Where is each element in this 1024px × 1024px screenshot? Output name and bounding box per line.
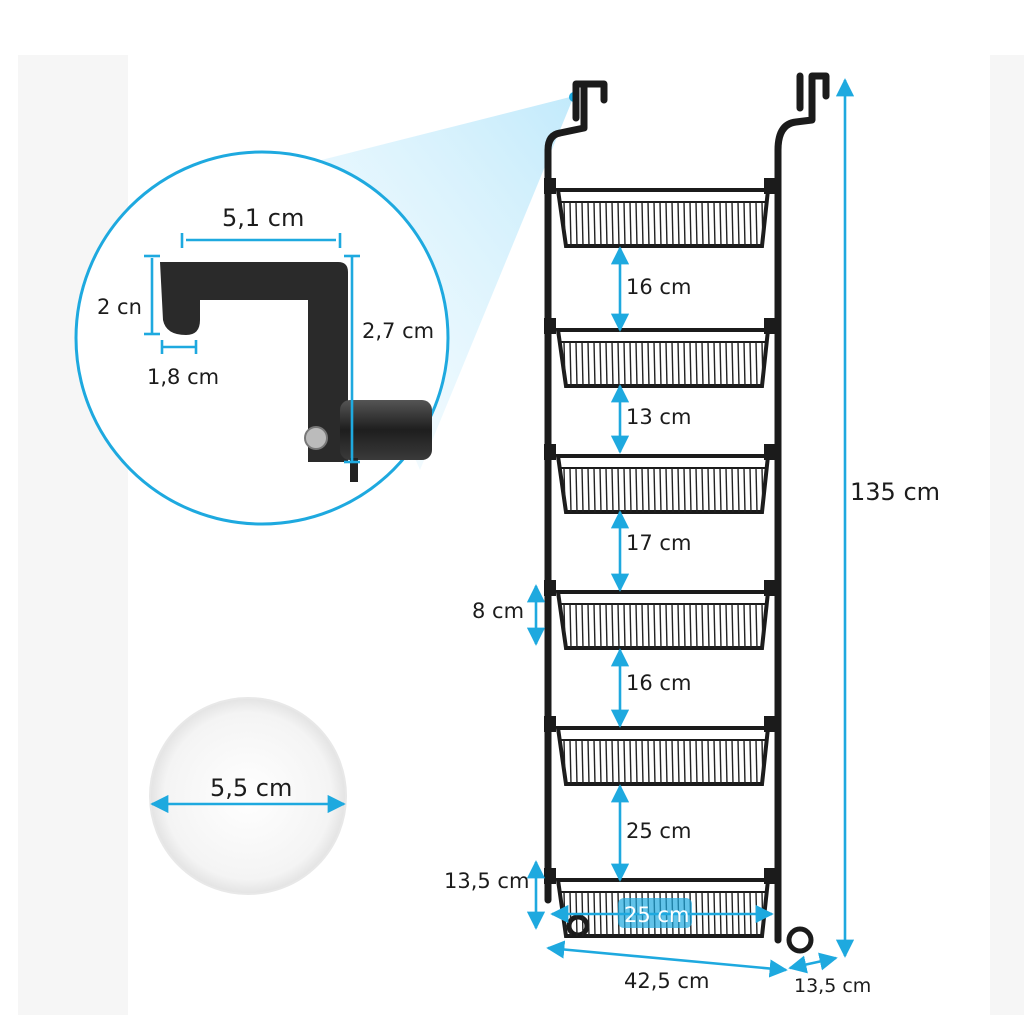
hook-bracket (160, 262, 348, 462)
hook-pin (350, 458, 358, 482)
background-panel (990, 55, 1024, 1015)
right-rail (774, 72, 830, 944)
door-rack (544, 72, 830, 954)
adhesive-disc (149, 697, 347, 895)
spacing-label-4: 16 cm (626, 671, 691, 695)
rack-depth-label: 13,5 cm (794, 975, 871, 997)
bottom-offset-label: 13,5 cm (444, 869, 529, 893)
rack-depth-line (788, 952, 838, 974)
total-width-line (546, 940, 788, 978)
total-width-label: 42,5 cm (624, 969, 709, 993)
left-rail (544, 80, 608, 904)
spacing-label-1: 16 cm (626, 275, 691, 299)
total-height-label: 135 cm (850, 478, 940, 506)
wire-basket (544, 178, 776, 248)
basket-height-label: 8 cm (472, 599, 524, 623)
disc-diameter-label: 5,5 cm (210, 774, 292, 802)
right-foot-roller (786, 926, 814, 954)
wire-basket (544, 580, 776, 650)
basket-width-badge (618, 898, 692, 928)
hook-gap-label: 1,8 cm (147, 365, 219, 389)
background-panel (18, 55, 128, 1015)
wire-basket (544, 716, 776, 786)
wire-basket (544, 318, 776, 388)
hook-height-label: 2,7 cm (362, 319, 434, 343)
wire-basket (544, 444, 776, 514)
spacing-label-5: 25 cm (626, 819, 691, 843)
hook-depth-label: 2 cn (97, 295, 142, 319)
basket-width-label: 25 cm (624, 903, 689, 927)
spacing-label-2: 13 cm (626, 405, 691, 429)
hook-detail-circle (74, 150, 450, 526)
spacing-label-3: 17 cm (626, 531, 691, 555)
left-foot-roller (566, 914, 590, 938)
hook-tube (340, 400, 432, 460)
screw-icon (304, 426, 328, 450)
hook-width-label: 5,1 cm (222, 204, 304, 232)
